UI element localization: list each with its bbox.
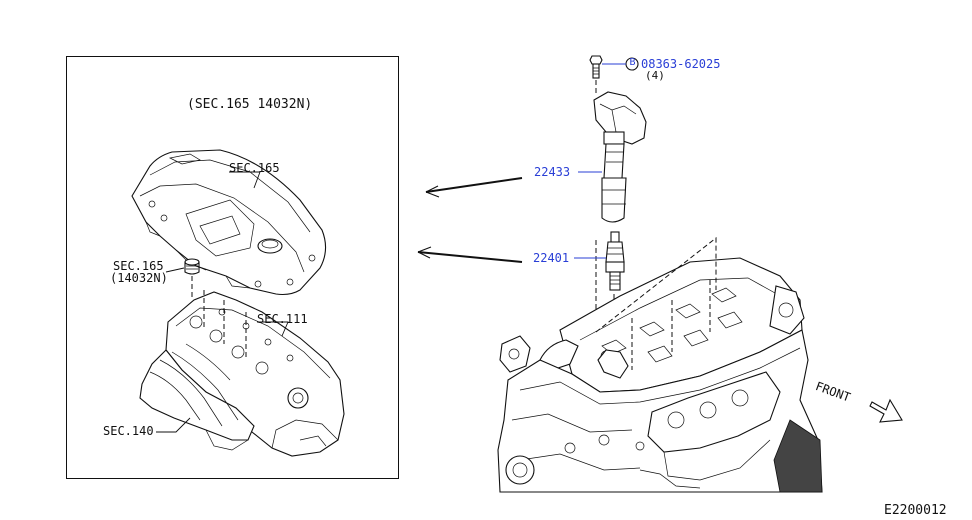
grommet-label-line1[interactable]: SEC.165 [113,259,164,273]
bolt-quantity: (4) [645,69,665,82]
inset-frame [66,56,399,479]
head-leader [257,321,289,337]
diagram-code: E2200012 [884,503,947,518]
grommet-leader [165,267,185,273]
pointer-arrows [417,177,523,263]
grommet-drawing [184,258,200,275]
cover-label[interactable]: SEC.165 [229,161,280,175]
cylinder-head-drawing [165,291,345,457]
spark-plug-drawing [605,231,625,291]
manifold-label[interactable]: SEC.140 [103,424,154,438]
inset-dash-lines [203,290,247,358]
coil-part-number[interactable]: 22433 [534,165,571,179]
cover-leader [229,171,261,189]
manifold-leader [156,417,191,433]
plug-part-number[interactable]: 22401 [533,251,570,265]
bolt-marker: B [629,57,636,68]
inset-header: (SEC.165 14032N) [187,97,313,112]
bolt-part-number[interactable]: 08363-62025 [641,57,721,71]
intake-manifold-drawing [139,343,255,451]
bolt-drawing [589,55,639,79]
engine-block-drawing [497,236,823,493]
engine-cover-drawing [131,149,327,296]
ignition-coil-drawing [593,91,647,223]
grommet-label-line2: (14032N) [110,271,168,285]
head-label[interactable]: SEC.111 [257,312,308,326]
front-direction-arrow [869,398,903,423]
